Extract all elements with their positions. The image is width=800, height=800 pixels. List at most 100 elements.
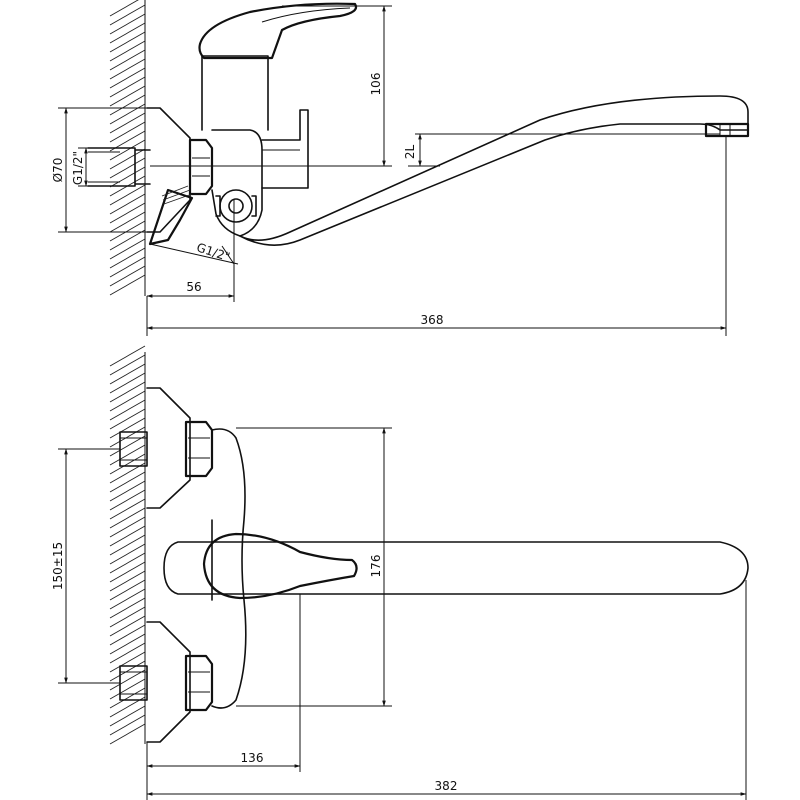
hatch-line	[109, 516, 146, 538]
hatch-line	[109, 426, 146, 448]
hatch-line	[109, 112, 146, 134]
aerator-top	[704, 122, 750, 138]
dim-56: 56	[186, 280, 201, 294]
plan-view: 150±15 176 136 382	[51, 345, 749, 800]
hatch-line	[109, 166, 146, 188]
hatch-line	[109, 0, 139, 17]
hatch-line	[109, 13, 146, 35]
hatch-line	[109, 606, 146, 628]
hatch-line	[109, 94, 146, 116]
hatch-line	[109, 633, 146, 655]
hatch-line	[109, 651, 146, 673]
dim-thread-inlet: G1/2"	[71, 151, 85, 185]
hatch-line	[109, 49, 146, 71]
hatch-line	[109, 480, 146, 502]
dim-2L: 2L	[403, 145, 417, 160]
hatch-line	[109, 238, 146, 260]
hose-thread	[161, 185, 193, 205]
hatch-line	[109, 579, 146, 601]
hatch-line	[109, 103, 146, 125]
dim-150: 150±15	[51, 542, 65, 590]
hose-connector-top	[148, 188, 194, 246]
hatch-line	[109, 22, 146, 44]
lever-handle-plan	[202, 532, 358, 600]
hatch-line	[109, 435, 146, 457]
dim-136: 136	[241, 751, 264, 765]
hatch-line	[109, 67, 146, 89]
hatch-line	[109, 148, 146, 170]
hatch-line	[109, 247, 146, 269]
hatch-line	[109, 363, 146, 385]
hatch-line	[109, 624, 146, 646]
hatch-line	[109, 507, 146, 529]
hatch-line	[109, 561, 146, 583]
hatch-line	[109, 193, 146, 215]
union-nut-top	[188, 138, 214, 196]
hatch-line	[109, 121, 146, 143]
hatch-line	[109, 345, 146, 367]
hatch-line	[109, 265, 146, 287]
hatch-line	[109, 471, 146, 493]
dim-diameter-70: Ø70	[51, 158, 65, 183]
hatch-line	[109, 669, 146, 691]
hatch-line	[109, 184, 146, 206]
hatch-line	[109, 157, 146, 179]
inlet-upper	[119, 431, 148, 467]
hatch-line	[109, 274, 146, 296]
hatch-line	[109, 498, 146, 520]
hatch-line	[109, 202, 146, 224]
spout-plan	[163, 541, 749, 595]
hatch-line	[109, 543, 146, 565]
hatch-line	[109, 660, 146, 682]
cartridge-column	[201, 55, 269, 131]
hatch-line	[109, 570, 146, 592]
hatch-line	[109, 229, 146, 251]
hatch-line	[109, 525, 146, 547]
hatch-line	[109, 40, 146, 62]
wall-hatch-top	[109, 0, 146, 296]
hatch-line	[109, 399, 146, 421]
hatch-line	[109, 139, 146, 161]
hatch-line	[109, 534, 146, 556]
flange-lower	[146, 621, 191, 743]
flange-upper	[146, 387, 191, 509]
hatch-line	[109, 31, 146, 53]
hatch-line	[109, 381, 146, 403]
dim-106: 106	[369, 73, 383, 96]
faucet-body-plan	[211, 428, 247, 709]
hatch-line	[109, 444, 146, 466]
hatch-line	[109, 354, 146, 376]
hatch-line	[109, 211, 146, 233]
hatch-line	[109, 489, 146, 511]
hatch-line	[109, 220, 146, 242]
hatch-line	[109, 408, 146, 430]
hatch-line	[109, 588, 146, 610]
hatch-line	[109, 4, 146, 26]
spout-top	[239, 95, 749, 246]
lever-handle-top	[198, 2, 358, 60]
hatch-line	[109, 256, 146, 278]
nut-lower	[184, 654, 214, 712]
body-swivel-circle	[219, 189, 253, 223]
hatch-line	[109, 85, 146, 107]
wall-hatch-front	[109, 345, 146, 745]
side-view: 106 2L Ø70 G1/2" G1/2" 56 368	[51, 0, 750, 336]
dim-382: 382	[435, 779, 458, 793]
faucet-body-top	[211, 129, 263, 237]
dim-thread-hose: G1/2"	[195, 240, 232, 264]
hatch-line	[109, 678, 146, 700]
hatch-line	[109, 687, 146, 709]
dim-368: 368	[421, 313, 444, 327]
hatch-line	[109, 58, 146, 80]
hatch-line	[109, 723, 146, 745]
inlet-pipe-top	[87, 147, 151, 187]
side-outlet-top	[261, 109, 309, 189]
hatch-line	[109, 642, 146, 664]
hatch-line	[109, 372, 146, 394]
hatch-line	[109, 597, 146, 619]
hatch-line	[109, 714, 146, 736]
hatch-line	[109, 615, 146, 637]
hatch-line	[109, 390, 146, 412]
nut-upper	[184, 420, 214, 478]
